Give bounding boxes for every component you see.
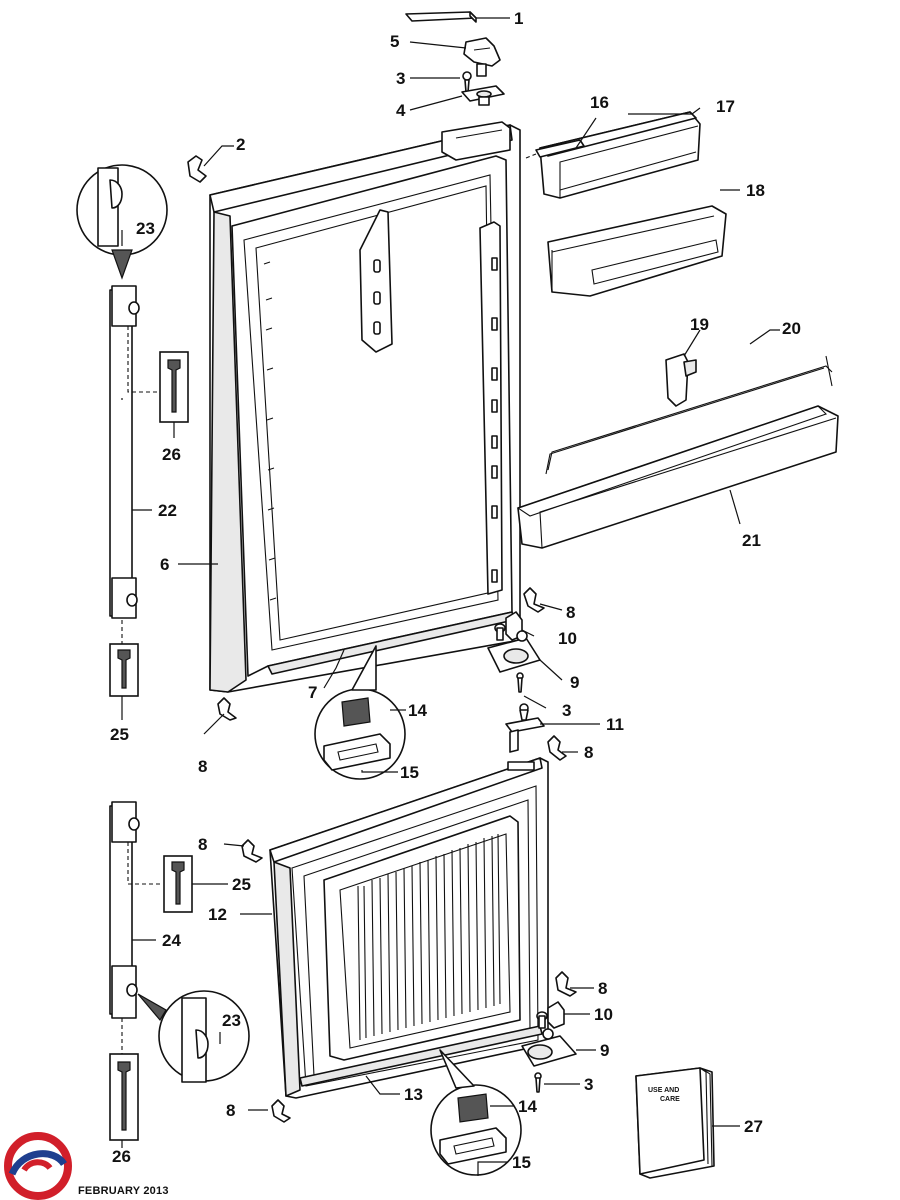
label-11: 11 [606,715,624,734]
part-17-dairy-bin [539,111,701,199]
label-19: 19 [690,315,709,334]
label-4: 4 [396,101,406,120]
part-27-use-and-care-manual: USE AND CARE [635,1067,715,1179]
part-8-clip-e [555,971,577,997]
label-15-top: 15 [400,763,419,782]
part-2-door-stop [187,155,207,183]
manual-title-line1: USE AND [648,1087,679,1094]
part-9-lower-hinge [521,1028,577,1067]
label-25-top: 25 [110,725,129,744]
part-16-bin-lid [525,139,585,159]
leader-lines [121,17,780,1176]
label-12: 12 [208,905,227,924]
label-9-top: 9 [570,673,579,692]
label-24: 24 [162,931,181,950]
label-13: 13 [404,1085,423,1104]
part-labels: 1 5 3 4 2 16 17 18 19 20 21 23 26 22 6 2… [110,9,801,1172]
part-12-freezer-door [269,757,549,1099]
label-15-bottom: 15 [512,1153,531,1172]
label-26-top: 26 [162,445,181,464]
label-17: 17 [716,97,735,116]
part-1-hinge-cover [405,11,477,23]
part-6-fresh-food-door [209,121,521,693]
label-1: 1 [514,9,523,28]
label-26-bottom: 26 [112,1147,131,1166]
label-16: 16 [590,93,609,112]
label-20: 20 [782,319,801,338]
label-8-bottom-left: 8 [226,1101,235,1120]
label-8-freezer-right: 8 [598,979,607,998]
part-4-hinge-plate [461,85,505,106]
label-23-bottom: 23 [222,1011,241,1030]
label-27: 27 [744,1117,763,1136]
part-14-15-door-stop-detail-b [430,1049,522,1176]
label-21: 21 [742,531,761,550]
brand-logo-icon [4,1132,72,1200]
part-22-handle [109,285,162,646]
label-3-top: 3 [396,69,405,88]
label-23-top: 23 [136,219,155,238]
part-19-shelf-clip [665,353,697,407]
label-10-bottom: 10 [594,1005,613,1024]
label-22: 22 [158,501,177,520]
label-14-top: 14 [408,701,427,720]
part-23-end-cap-detail-b [137,990,250,1083]
label-10-top: 10 [558,629,577,648]
label-8-freezer-top: 8 [198,835,207,854]
part-11-hinge-pin [505,703,545,753]
label-2: 2 [236,135,245,154]
label-18: 18 [746,181,765,200]
part-14-15-door-stop-detail-a [314,645,406,780]
part-8-clip-b [547,735,567,761]
label-25-bottom: 25 [232,875,251,894]
part-8-clip-d [241,839,263,863]
label-5: 5 [390,32,399,51]
part-10-hinge-pin-b [536,1001,565,1029]
label-8-top-right: 8 [566,603,575,622]
part-5-top-hinge [463,37,501,77]
label-8-mid: 8 [584,743,593,762]
label-14-bottom: 14 [518,1097,537,1116]
label-3-bottom: 3 [584,1075,593,1094]
part-8-clip-a [523,587,545,613]
part-8-clip-c [217,697,237,721]
part-21-door-bin [516,405,839,549]
part-18-door-shelf [547,205,727,297]
label-3-mid: 3 [562,701,571,720]
manual-title-line2: CARE [660,1096,680,1103]
part-26-screw-bottom [109,1053,139,1141]
part-24-handle [109,801,162,1054]
part-3-screw-top [462,71,472,93]
part-3-screw-mid [516,672,524,693]
part-26-screw-top [159,351,189,423]
part-8-clip-f [271,1099,291,1123]
part-23-end-cap-detail-a [76,164,168,280]
label-9-bottom: 9 [600,1041,609,1060]
label-6: 6 [160,555,169,574]
part-20-shelf-rail [545,355,833,475]
part-25-screw-top [109,643,139,697]
footer-date: FEBRUARY 2013 [78,1185,169,1197]
part-25-screw-bottom [163,855,193,913]
label-8-left: 8 [198,757,207,776]
part-3-screw-bottom [534,1072,542,1093]
label-7: 7 [308,683,317,702]
